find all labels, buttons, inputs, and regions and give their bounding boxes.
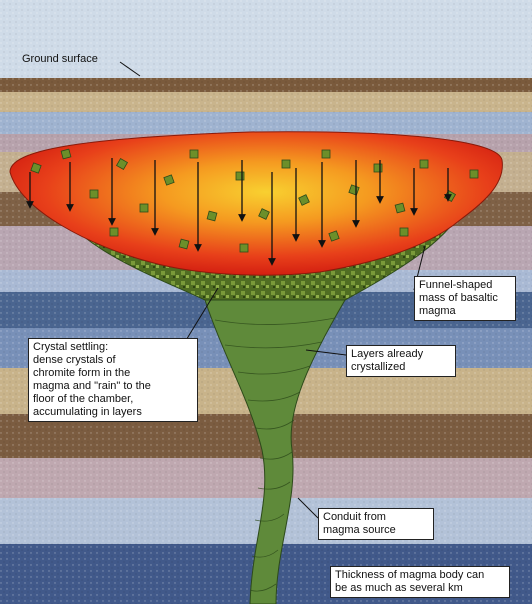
ground-surface-label: Ground surface — [22, 53, 98, 66]
funnel-magma-label: Funnel-shaped mass of basaltic magma — [414, 276, 516, 321]
conduit-label: Conduit from magma source — [318, 508, 434, 540]
layers-crystallized-label: Layers already crystallized — [346, 345, 456, 377]
thickness-label: Thickness of magma body can be as much a… — [330, 566, 510, 598]
crystal-settling-label: Crystal settling: dense crystals of chro… — [28, 338, 198, 422]
